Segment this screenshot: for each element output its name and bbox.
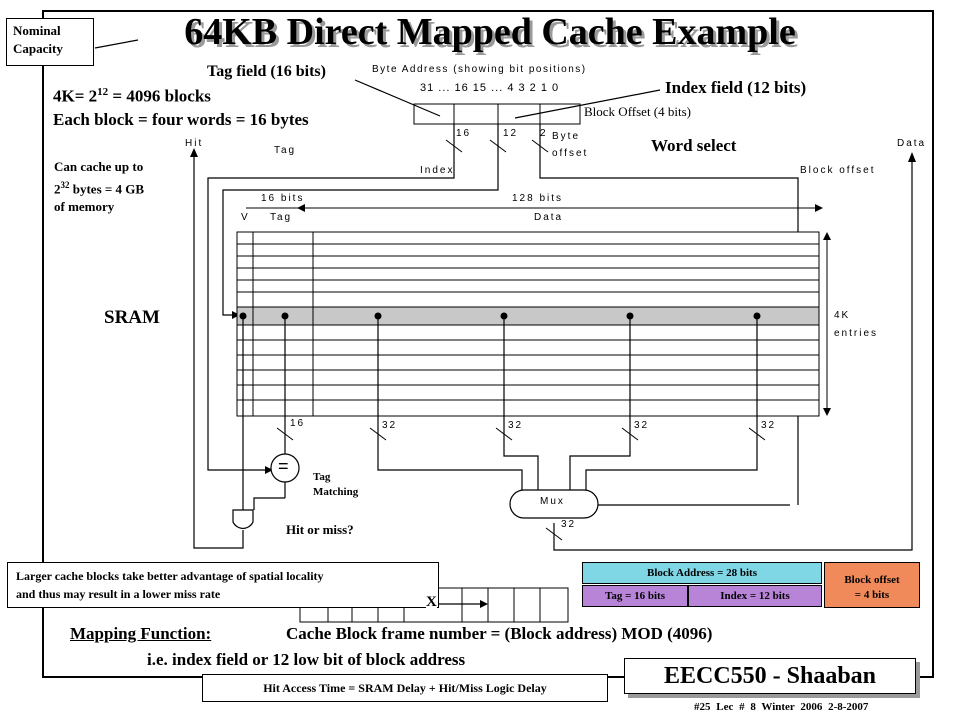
byte-address-caption: Byte Address (showing bit positions) [372, 64, 587, 75]
tag-bits-box: Tag = 16 bits [582, 585, 688, 607]
nominal-capacity-text: Nominal Capacity [13, 23, 63, 56]
spatial-locality-note: Larger cache blocks take better advantag… [7, 562, 439, 608]
word2-dot [626, 312, 634, 320]
blocks-text: 4K= 2 [53, 86, 98, 106]
address-register [413, 103, 581, 125]
spatial-note-line-2: and thus may result in a lower miss rate [16, 587, 221, 601]
tag-column-header: Tag [270, 212, 293, 223]
data-width-label: 128 bits [512, 193, 564, 204]
block-address-box: Block Address = 28 bits [582, 562, 822, 584]
word0-dot [374, 312, 382, 320]
bus-width-word1: 32 [508, 420, 524, 431]
mux [509, 489, 599, 519]
hit-access-time-box: Hit Access Time = SRAM Delay + Hit/Miss … [202, 674, 608, 702]
block-size-line: Each block = four words = 16 bytes [53, 110, 309, 129]
entries-label: 4K entries [834, 310, 879, 339]
cache-capacity-line-1: Can cache up to [54, 159, 144, 174]
bus-width-tag: 16 [290, 418, 306, 429]
cache-capacity-rest: bytes = 4 GB [69, 181, 145, 197]
byte-offset-label: Byte offset [552, 131, 589, 159]
mux-output-width: 32 [561, 519, 577, 530]
blocks-count: 4K= 212 = 4096 blocks [53, 86, 211, 107]
selected-word-x: X [426, 594, 437, 611]
bus-width-word3: 32 [761, 420, 777, 431]
comparator-symbol: = [278, 456, 289, 476]
field-2-bits: 2 [540, 128, 548, 139]
blocks-rest: = 4096 blocks [108, 86, 211, 106]
tag-matching-label: Tag Matching [313, 471, 359, 498]
byte-address-bits: 31 ... 16 15 ... 4 3 2 1 0 [420, 82, 560, 94]
sram-label: SRAM [104, 307, 160, 328]
index-wire-label: Index [420, 165, 455, 176]
mapping-function-label: Mapping Function: [70, 624, 212, 643]
cache-capacity-exp: 32 [60, 180, 70, 190]
block-offset-wire-label: Block offset [800, 165, 876, 176]
cache-capacity-base: 2 [54, 181, 61, 197]
index-field-label: Index field (12 bits) [665, 78, 807, 97]
block-offset-box-line-2: = 4 bits [854, 589, 890, 601]
valid-column-header: V [241, 212, 250, 223]
index-bits-box: Index = 12 bits [688, 585, 822, 607]
block-offset-box-line-1: Block offset [844, 574, 900, 586]
mapping-formula: Cache Block frame number = (Block addres… [286, 624, 713, 643]
spatial-note-line-1: Larger cache blocks take better advantag… [16, 569, 324, 583]
and-gate [232, 509, 254, 530]
cache-table [236, 231, 820, 417]
data-column-header: Data [534, 212, 564, 223]
blocks-exponent: 12 [97, 86, 109, 98]
word-select-label: Word select [651, 136, 737, 155]
cache-capacity-line-3: of memory [54, 199, 115, 215]
slide-footer: #25 Lec # 8 Winter 2006 2-8-2007 [694, 701, 869, 713]
block-offset-label: Block Offset (4 bits) [584, 104, 691, 119]
mapping-note: i.e. index field or 12 low bit of block … [147, 650, 466, 669]
block-offset-box: Block offset = 4 bits [824, 562, 920, 608]
bus-width-word2: 32 [634, 420, 650, 431]
tag-width-label: 16 bits [261, 193, 305, 204]
word3-dot [753, 312, 761, 320]
tag-dot [281, 312, 289, 320]
data-out-label: Data [897, 138, 927, 149]
course-badge: EECC550 - Shaaban [624, 658, 916, 694]
cache-capacity-line-2: 232 bytes = 4 GB [54, 176, 144, 198]
tag-field-label: Tag field (16 bits) [207, 63, 326, 80]
field-12-bits: 12 [503, 128, 519, 139]
word1-dot [500, 312, 508, 320]
hit-or-miss-label: Hit or miss? [286, 522, 354, 537]
valid-dot [239, 312, 247, 320]
field-16-bits: 16 [456, 128, 472, 139]
hit-label: Hit [185, 138, 204, 149]
page-title: 64KB Direct Mapped Cache Example [184, 11, 796, 53]
tag-wire-label: Tag [274, 145, 297, 156]
cache-capacity-note: Can cache up to 232 bytes = 4 GB of memo… [54, 158, 144, 216]
nominal-capacity-note: Nominal Capacity [6, 18, 94, 66]
bus-width-word0: 32 [382, 420, 398, 431]
mux-label: Mux [540, 496, 565, 507]
